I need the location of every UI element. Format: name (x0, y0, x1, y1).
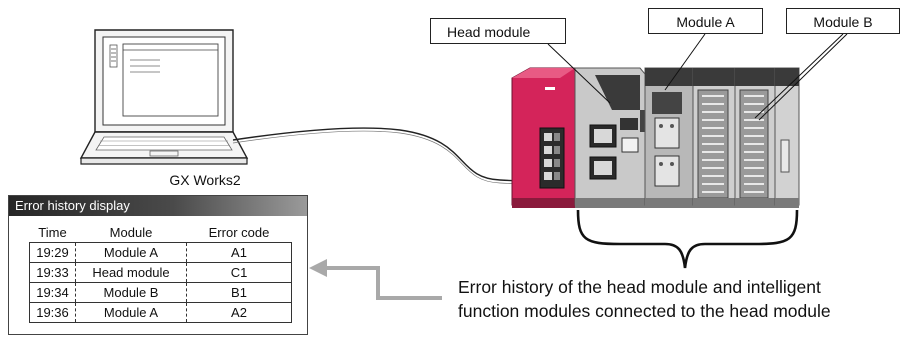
error-code-cell: A2 (186, 302, 292, 323)
explanation-line-2: function modules connected to the head m… (458, 301, 831, 321)
module-b-callout: Module B (786, 8, 900, 34)
table-row: 19:34 Module B B1 (29, 282, 292, 303)
table-row: 19:33 Head module C1 (29, 262, 292, 283)
module-a-callout: Module A (648, 8, 763, 34)
module-cell: Module A (75, 242, 187, 263)
explanation-line-1: Error history of the head module and int… (458, 277, 821, 297)
plc-rack-icon (511, 67, 800, 208)
module-cell: Head module (75, 262, 187, 283)
time-cell: 19:36 (29, 302, 76, 323)
module-cell: Module B (75, 282, 187, 303)
error-code-cell: C1 (186, 262, 292, 283)
pc-label: GX Works2 (169, 172, 241, 188)
error-history-table: Time Module Error code 19:29 Module A A1… (29, 223, 292, 323)
head-module-callout: Head module (430, 18, 566, 44)
laptop-icon (79, 29, 249, 165)
module-cell: Module A (75, 302, 187, 323)
column-header-module: Module (109, 225, 153, 240)
column-header-time: Time (38, 225, 67, 240)
time-cell: 19:29 (29, 242, 76, 263)
error-history-header-row: Time Module Error code (30, 223, 292, 243)
column-header-error-code: Error code (208, 225, 270, 240)
module-a-leader (664, 33, 706, 91)
error-history-window: Error history display Time Module Error … (8, 195, 308, 335)
table-row: 19:36 Module A A2 (29, 302, 292, 323)
time-cell: 19:33 (29, 262, 76, 283)
time-cell: 19:34 (29, 282, 76, 303)
module-group-brace (576, 209, 799, 269)
module-b-leader (754, 33, 844, 119)
history-explanation: Error history of the head module and int… (458, 275, 831, 323)
error-history-title: Error history display (9, 196, 307, 216)
error-code-cell: A1 (186, 242, 292, 263)
table-row: 19:29 Module A A1 (29, 242, 292, 263)
error-code-cell: B1 (186, 282, 292, 303)
head-module-leader (547, 43, 611, 104)
history-arrow (325, 266, 442, 300)
